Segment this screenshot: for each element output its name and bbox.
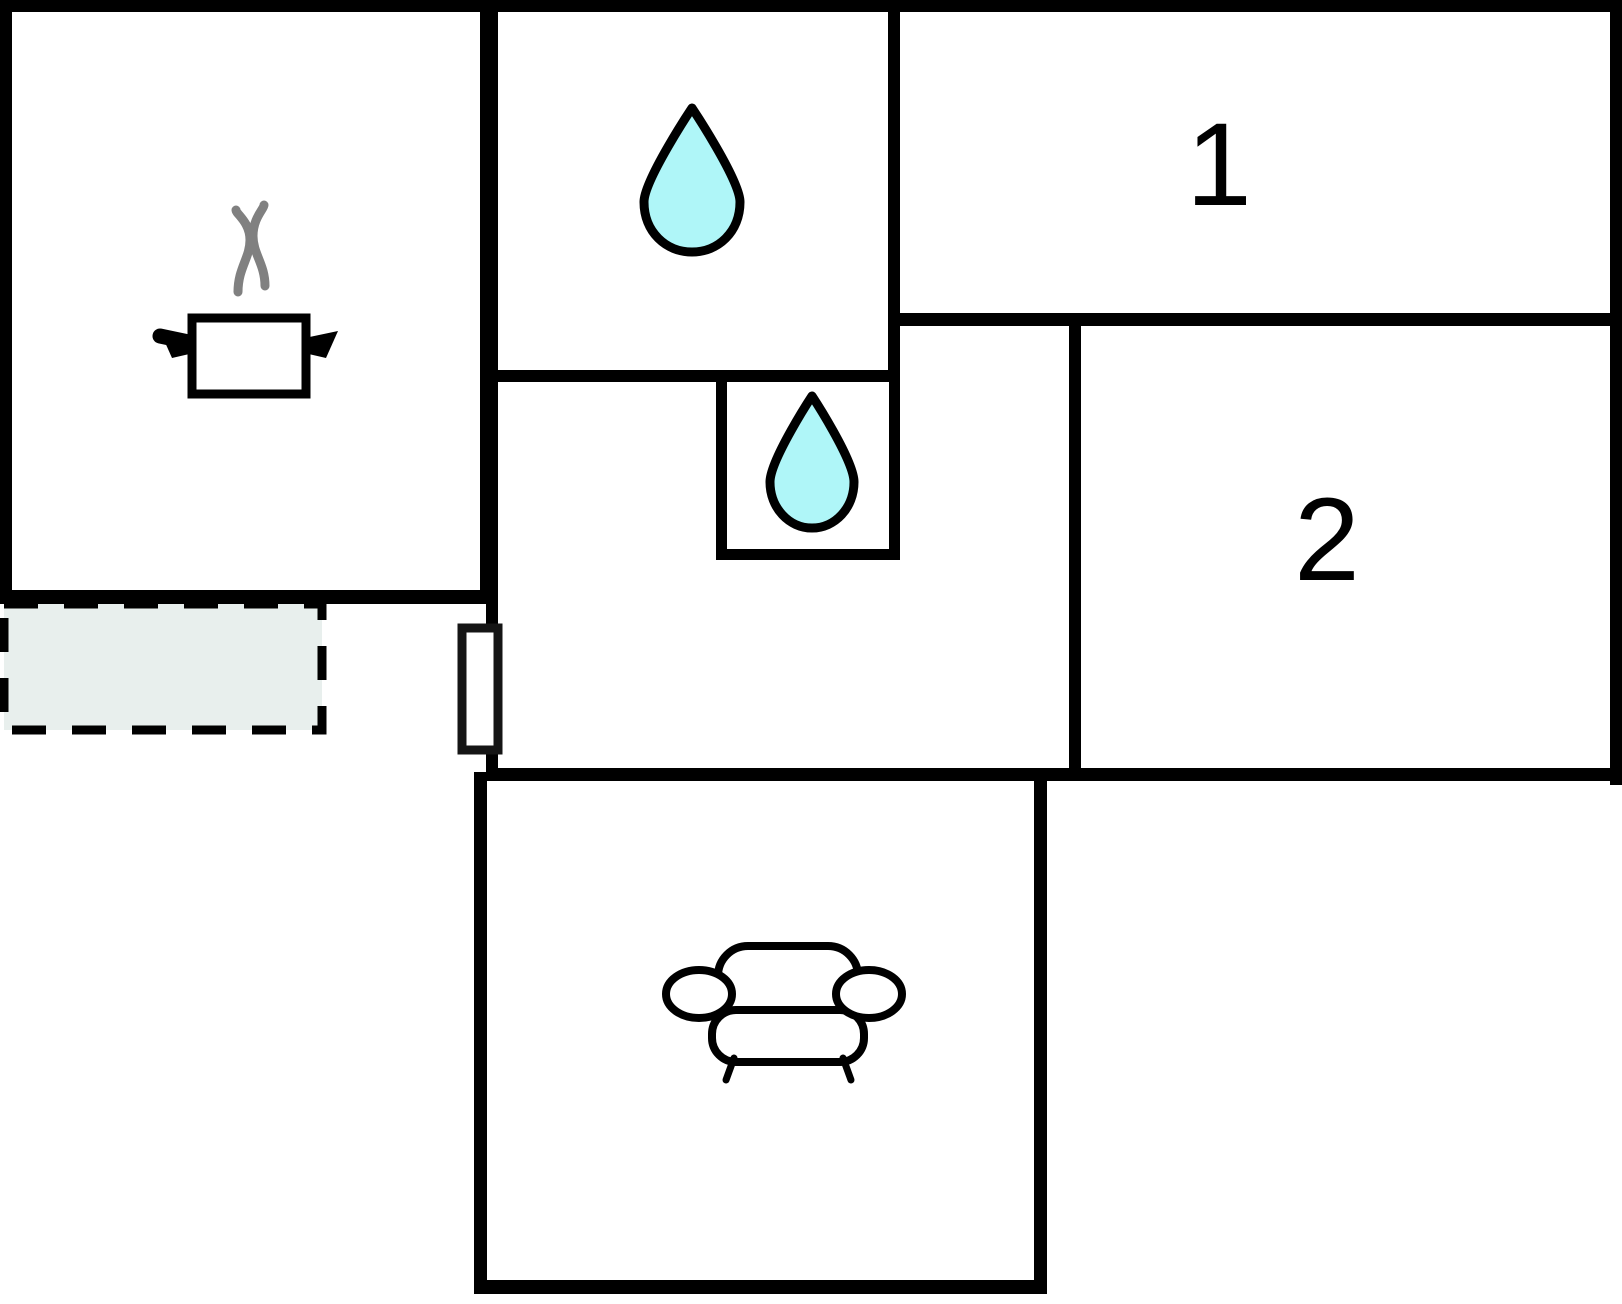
sofa-seat (708, 1006, 868, 1066)
wall-right-outer (1610, 0, 1622, 785)
wall-kitchen-to-hall (330, 590, 490, 604)
cooking-pot-icon (152, 200, 338, 399)
pot-body (187, 313, 311, 399)
wall-living-right (1034, 772, 1047, 1292)
terrace-area (0, 599, 327, 735)
wall-kitchen-top (0, 0, 492, 12)
water-drop-shape (639, 103, 745, 257)
sofa-leg-left (722, 1054, 738, 1084)
sofa-armrest-left (662, 966, 736, 1022)
wall-bathroom-left (486, 0, 498, 382)
water-drop-icon-bathroom (639, 103, 745, 257)
entry-door-icon[interactable] (457, 623, 503, 755)
wall-bedroom2-left (1069, 320, 1081, 780)
water-drop-shape (765, 391, 859, 533)
sofa-icon (662, 942, 906, 1084)
steam-wisp-left (231, 205, 255, 297)
wall-kitchen-left (0, 0, 12, 602)
door-leaf[interactable] (457, 623, 503, 755)
wall-toilet-bottom (716, 549, 900, 560)
wall-living-bottom (474, 1280, 1047, 1294)
wall-toilet-left (716, 376, 727, 560)
room-label-bedroom-1: 1 (1186, 99, 1252, 231)
wall-bedroom1-bottom (888, 313, 1610, 326)
wall-toilet-right (889, 376, 900, 560)
steam-wisp-right (248, 200, 270, 291)
wall-living-left (474, 772, 487, 1292)
water-drop-icon-toilet (765, 391, 859, 533)
sofa-leg-right (839, 1054, 855, 1084)
wall-top-main (486, 0, 1622, 12)
sofa-armrest-right (832, 966, 906, 1022)
wall-bathroom-right (888, 0, 900, 382)
wall-bedroom2-bottom (1069, 768, 1622, 781)
terrace-outline (0, 599, 327, 735)
wall-bathroom-bottom (486, 370, 900, 382)
wall-hallway-bottom (486, 768, 1075, 781)
room-label-bedroom-2: 2 (1294, 474, 1360, 606)
